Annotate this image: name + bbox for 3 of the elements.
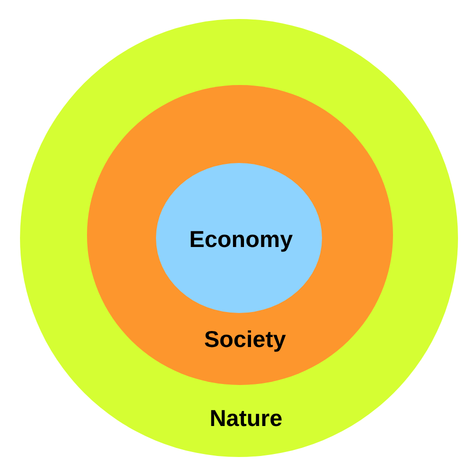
circle-label: Economy [189, 226, 293, 252]
circle-label: Society [204, 326, 286, 352]
circle-label: Nature [210, 405, 282, 431]
